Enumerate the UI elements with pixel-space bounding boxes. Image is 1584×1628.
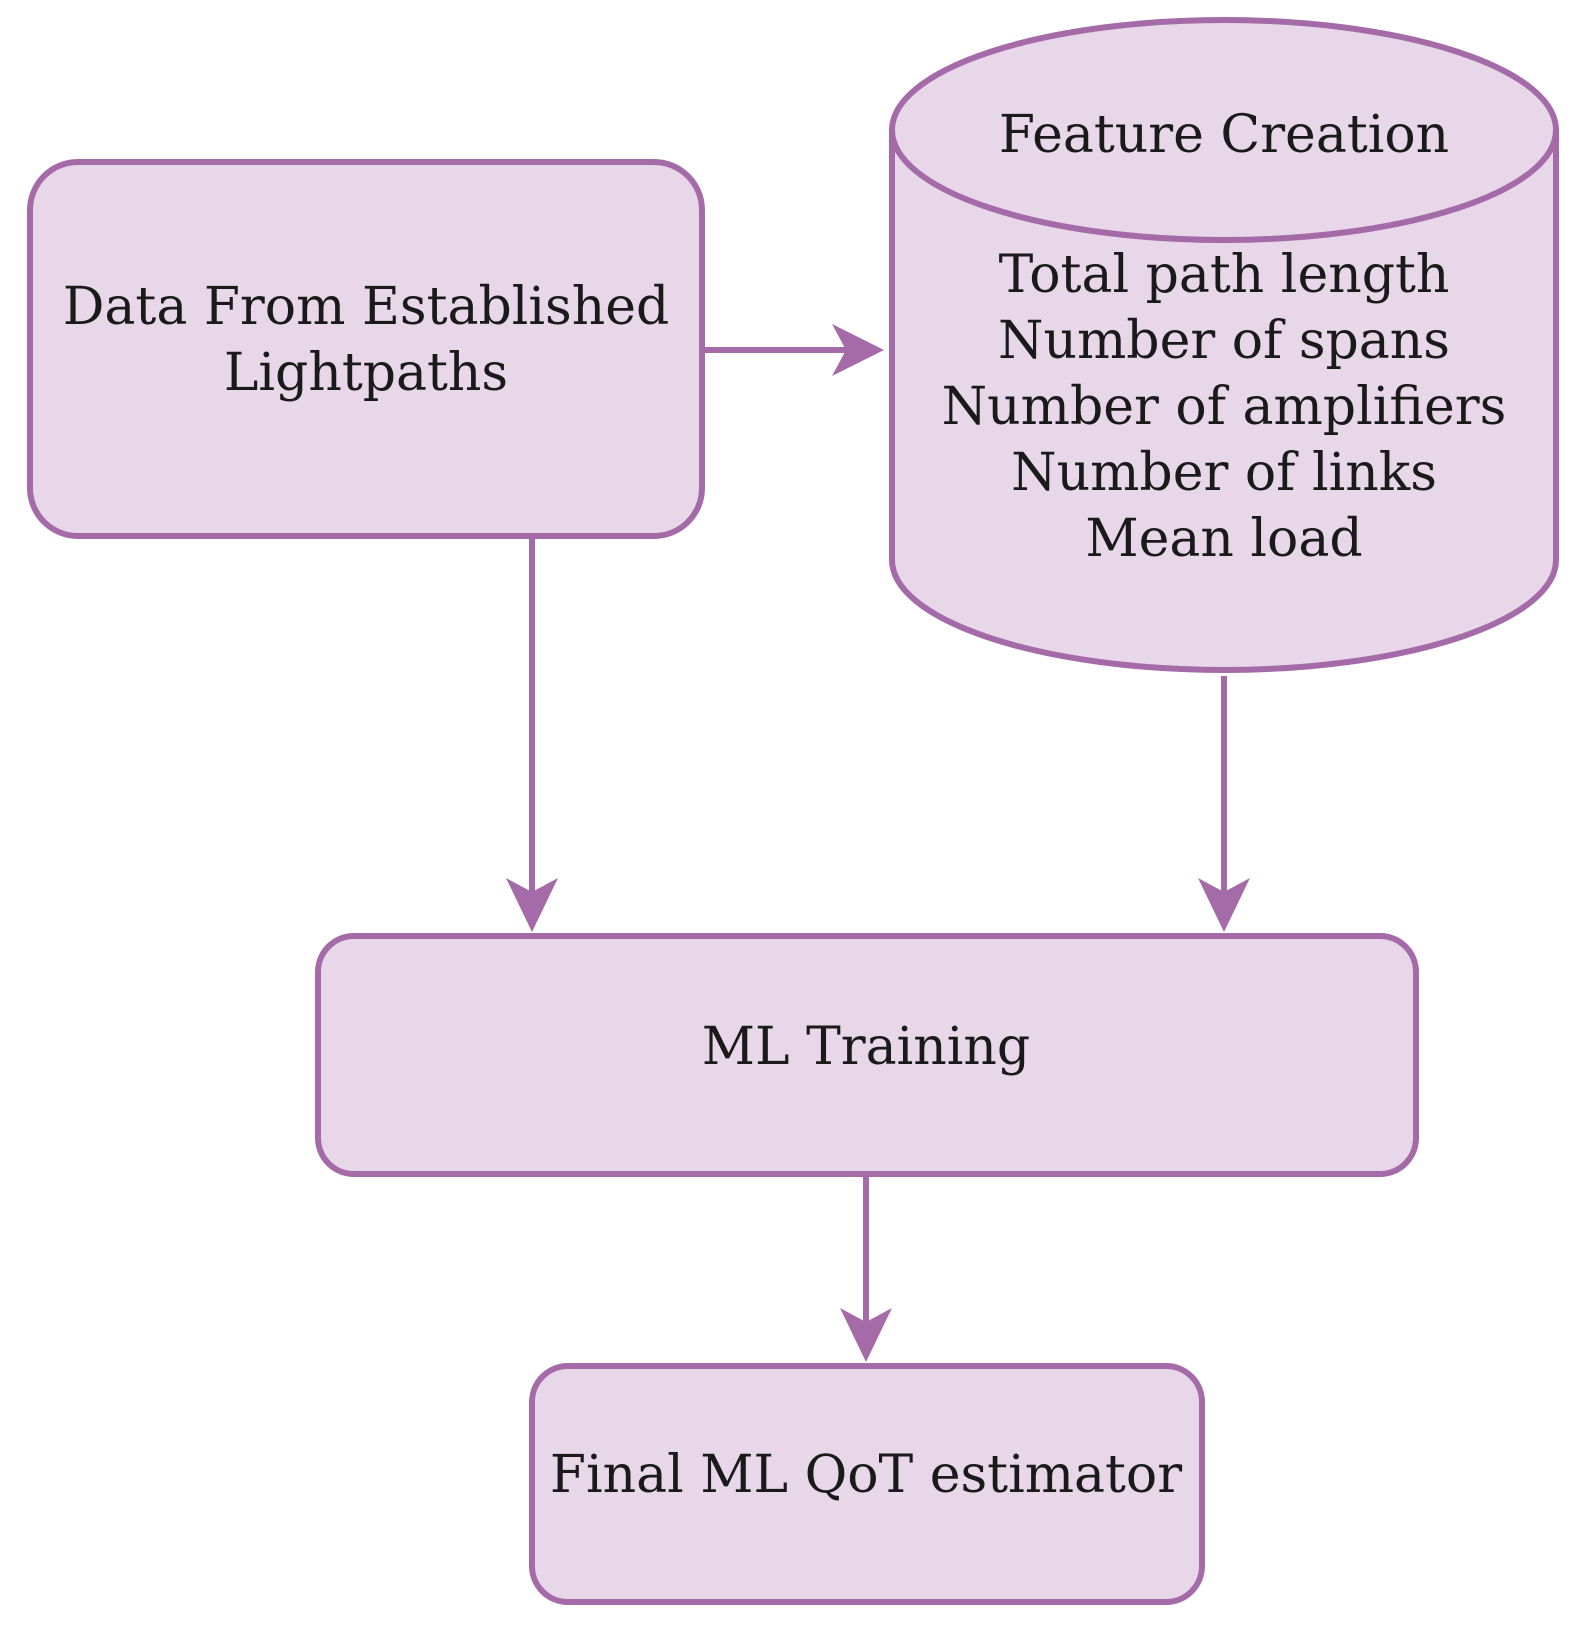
data-source-label-line2: Lightpaths [224,343,508,403]
final-estimator-node: Final ML QoT estimator [529,1363,1205,1605]
ml-training-label: ML Training [702,1017,1030,1077]
feature-item: Number of amplifiers [942,377,1507,437]
feature-item: Mean load [1085,509,1362,569]
connectors [506,324,1250,1362]
feature-creation-title: Feature Creation [999,105,1449,165]
arrowhead-features-to-training [1198,878,1250,932]
feature-creation-node: Feature Creation Total path length Numbe… [889,17,1559,673]
data-source-node: Data From Established Lightpaths [27,159,705,539]
arrowhead-training-to-estimator [840,1308,892,1362]
data-source-label-line1: Data From Established [63,277,670,337]
feature-item: Total path length [999,245,1450,305]
final-estimator-label: Final ML QoT estimator [550,1445,1182,1505]
ml-training-node: ML Training [315,933,1419,1177]
feature-item: Number of spans [998,311,1450,371]
arrowhead-data-to-features [832,324,884,376]
feature-item: Number of links [1011,443,1437,503]
arrowhead-data-to-training [506,878,558,932]
